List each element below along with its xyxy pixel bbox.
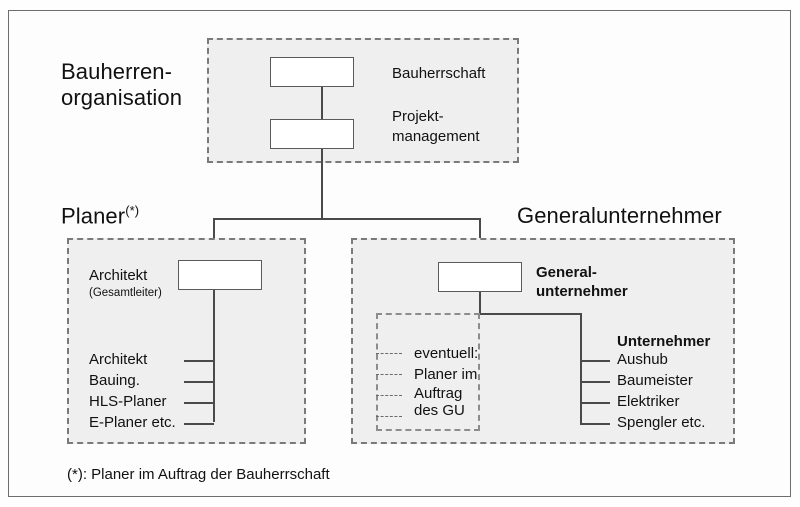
- connector-planer-leaf-2: [184, 381, 214, 383]
- connector-gu-stem: [479, 292, 481, 314]
- label-architekt-gesamtleiter-sub: (Gesamtleiter): [89, 287, 162, 299]
- connector-unternehmer-leaf-3: [580, 402, 610, 404]
- connector-unternehmer-leaf-2: [580, 381, 610, 383]
- label-planer-leaf-2: Bauing.: [89, 372, 140, 389]
- connector-gu-planer-leaf-2: [376, 374, 402, 375]
- label-unternehmer-leaf-2: Baumeister: [617, 372, 693, 389]
- connector-gu-planer-leaf-1: [376, 353, 402, 354]
- group-generalunternehmer: [351, 238, 735, 444]
- connector-planer-leaf-4: [184, 423, 214, 425]
- label-projektmanagement-line2: management: [392, 128, 480, 145]
- node-generalunternehmer[interactable]: [438, 262, 522, 292]
- connector-split-horizontal: [213, 218, 481, 220]
- connector-gu-planer-leaf-4: [376, 416, 402, 417]
- title-planer: Planer(*): [61, 203, 139, 229]
- label-generalunternehmer-line1: General-: [536, 264, 597, 281]
- connector-planer-spine: [213, 290, 215, 422]
- label-bauherrschaft: Bauherrschaft: [392, 65, 486, 82]
- label-unternehmer-leaf-3: Elektriker: [617, 393, 680, 410]
- connector-unternehmer-leaf-4: [580, 423, 610, 425]
- label-projektmanagement-line1: Projekt-: [392, 108, 444, 125]
- connector-unternehmer-leaf-1: [580, 360, 610, 362]
- connector-planer-leaf-1: [184, 360, 214, 362]
- outer-frame: Bauherren- organisation Bauherrschaft Pr…: [8, 10, 791, 497]
- group-bauherrenorganisation: [207, 38, 519, 163]
- label-generalunternehmer-line2: unternehmer: [536, 283, 628, 300]
- label-gu-planer-line-2: Planer im: [414, 366, 478, 383]
- title-bauherrenorganisation-line1: Bauherren-: [61, 59, 173, 84]
- node-projektmanagement[interactable]: [270, 119, 354, 149]
- label-planer-leaf-4: E-Planer etc.: [89, 414, 176, 431]
- node-bauherrschaft[interactable]: [270, 57, 354, 87]
- title-planer-footnote-mark: (*): [125, 203, 140, 218]
- label-gu-planer-line-4: des GU: [414, 402, 465, 419]
- title-planer-text: Planer: [61, 203, 126, 229]
- label-planer-leaf-1: Architekt: [89, 351, 148, 368]
- label-unternehmer-leaf-4: Spengler etc.: [617, 414, 706, 431]
- connector-unternehmer-spine: [580, 313, 582, 423]
- group-planer-im-auftrag-des-gu: [376, 313, 480, 431]
- label-architekt-gesamtleiter: Architekt: [89, 267, 148, 284]
- node-architekt-gesamtleiter[interactable]: [178, 260, 262, 290]
- label-unternehmer-leaf-1: Aushub: [617, 351, 668, 368]
- title-bauherrenorganisation-line2: organisation: [61, 85, 183, 110]
- label-planer-leaf-3: HLS-Planer: [89, 393, 167, 410]
- connector-planer-leaf-3: [184, 402, 214, 404]
- connector-bauherrschaft-to-projektmanagement: [321, 87, 323, 119]
- label-gu-planer-line-3: Auftrag: [414, 385, 463, 402]
- footnote: (*): Planer im Auftrag der Bauherrschaft: [67, 466, 330, 483]
- connector-gu-to-unternehmer: [479, 313, 581, 315]
- connector-gu-planer-leaf-3: [376, 395, 402, 396]
- connector-trunk-main: [321, 149, 323, 219]
- label-unternehmer-heading: Unternehmer: [617, 333, 711, 350]
- title-generalunternehmer: Generalunternehmer: [517, 203, 722, 228]
- label-gu-planer-line-1: eventuell:: [414, 345, 479, 362]
